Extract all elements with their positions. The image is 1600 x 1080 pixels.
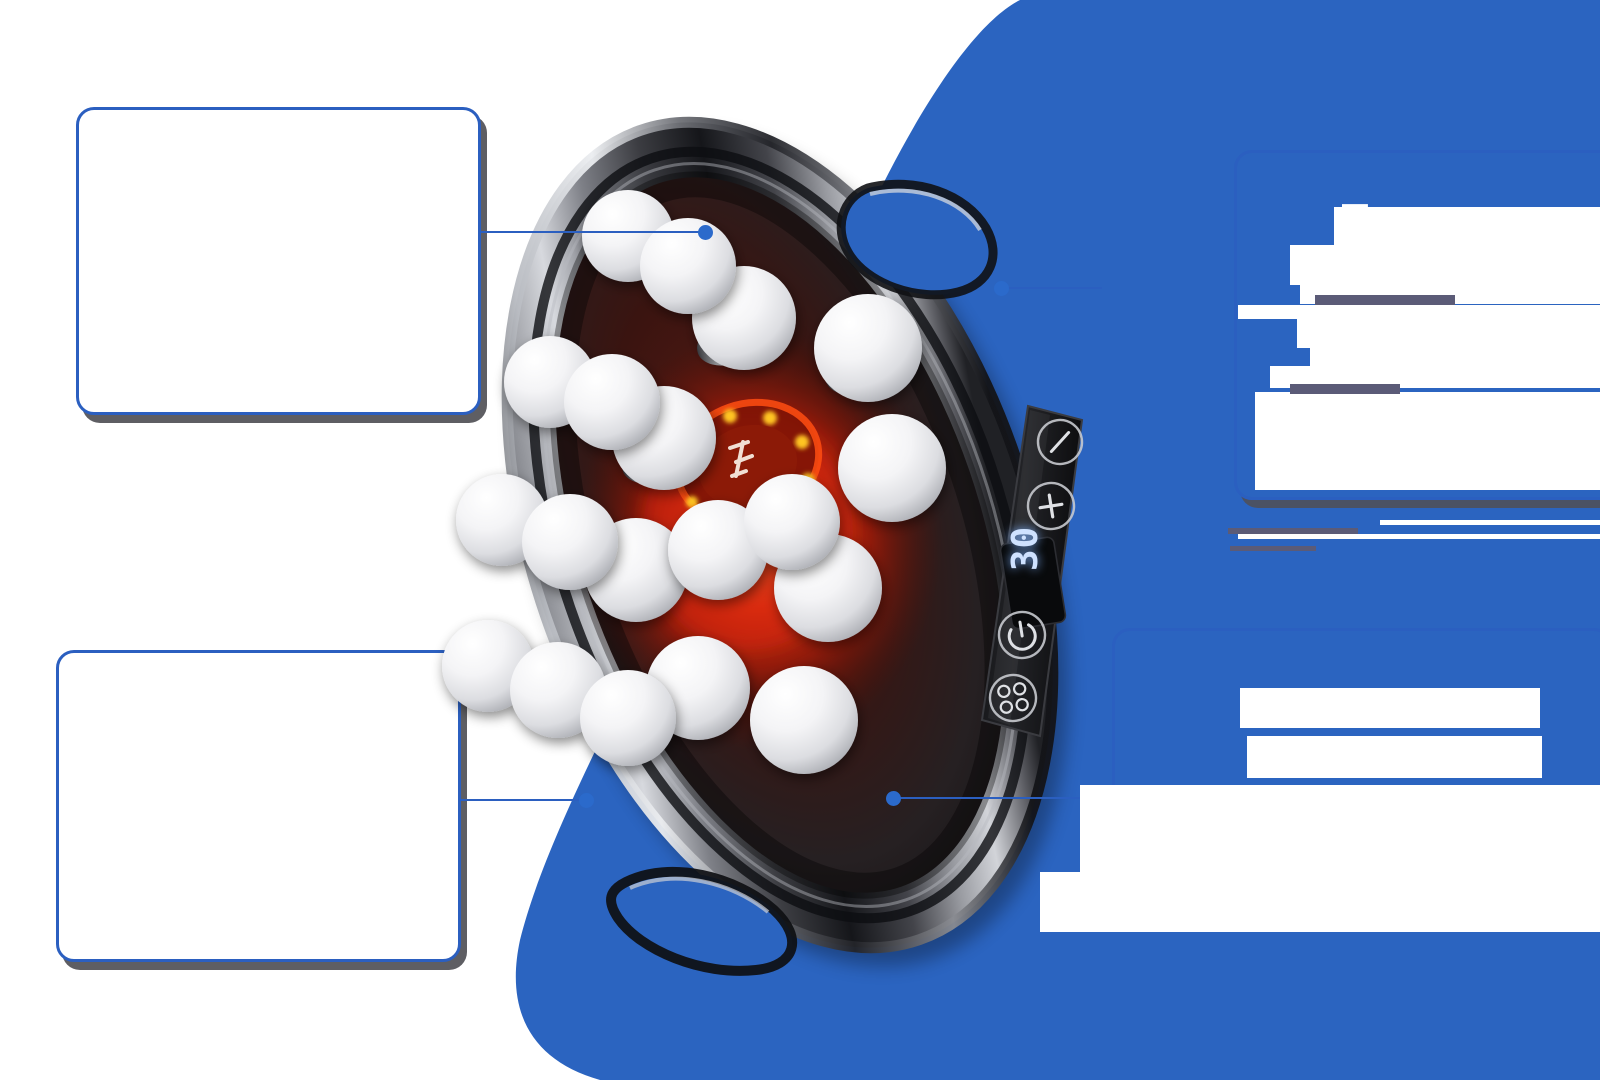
callout-card-bottom-left[interactable] (56, 650, 461, 962)
connector-line-top-right (1000, 287, 1102, 289)
redaction-block (1040, 872, 1600, 932)
redaction-block (1380, 520, 1600, 525)
redaction-block (1240, 688, 1540, 728)
callout-card-top-left[interactable] (76, 107, 481, 415)
redaction-block-dim (1230, 546, 1316, 551)
redaction-block (1238, 305, 1600, 319)
redaction-block (1297, 318, 1600, 348)
connector-line-top-left (481, 231, 705, 233)
redaction-block-dim (1228, 528, 1358, 534)
redaction-block (1290, 245, 1600, 285)
connector-dot-bottom-left (579, 793, 594, 808)
redaction-block (1255, 392, 1600, 490)
redaction-block (1270, 366, 1600, 388)
massage-device-illustration (442, 116, 1084, 976)
callout-card-top-right[interactable] (1234, 150, 1600, 500)
led-display-value: 30 (1005, 525, 1047, 572)
redaction-block-dim (1290, 384, 1400, 394)
redaction-block-dim (1315, 295, 1455, 305)
connector-dot-top-right (994, 281, 1009, 296)
redaction-block (1238, 534, 1600, 539)
control-panel (980, 404, 1084, 738)
redaction-block (1247, 736, 1542, 778)
massage-nodes (442, 190, 946, 774)
connector-dot-top-left (698, 225, 713, 240)
redaction-block (1334, 207, 1600, 245)
connector-line-bottom-left (461, 799, 586, 801)
connector-line-bottom-right (893, 797, 1133, 799)
connector-dot-bottom-right (886, 791, 901, 806)
